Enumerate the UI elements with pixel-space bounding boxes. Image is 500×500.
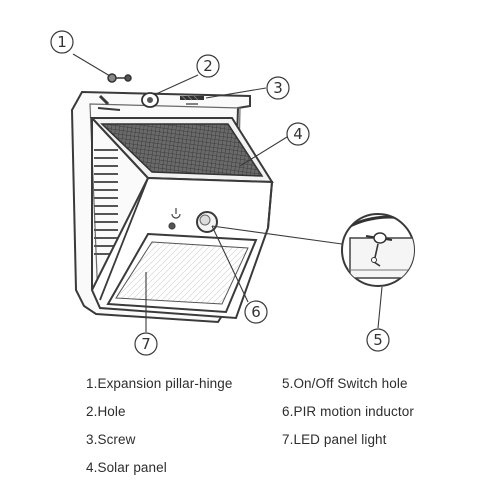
side-vents xyxy=(94,149,118,255)
svg-text:5: 5 xyxy=(373,331,383,349)
svg-text:1: 1 xyxy=(57,33,67,51)
legend-item-6: 6.PIR motion inductor xyxy=(282,404,414,419)
callout-1: 1 xyxy=(50,30,74,54)
legend-item-5: 5.On/Off Switch hole xyxy=(282,376,408,391)
screw-icon xyxy=(107,73,132,83)
svg-text:4: 4 xyxy=(293,125,303,143)
callout-7: 7 xyxy=(134,332,158,356)
screw-bar xyxy=(180,95,204,105)
svg-text:6: 6 xyxy=(251,303,261,321)
switch-detail-inset xyxy=(341,213,415,287)
leader-lines xyxy=(72,53,383,332)
callout-2: 2 xyxy=(196,54,220,78)
callout-4: 4 xyxy=(286,122,310,146)
legend-item-7: 7.LED panel light xyxy=(282,432,387,447)
led-panel xyxy=(106,232,258,314)
svg-text:3: 3 xyxy=(273,79,283,97)
power-icon xyxy=(168,208,181,230)
callout-6: 6 xyxy=(244,300,268,324)
svg-text:2: 2 xyxy=(203,57,213,75)
legend-item-1: 1.Expansion pillar-hinge xyxy=(86,376,233,391)
solar-light-diagram: 1 2 3 4 5 6 7 xyxy=(50,30,415,356)
callout-3: 3 xyxy=(266,76,290,100)
svg-text:7: 7 xyxy=(141,335,151,353)
legend-item-3: 3.Screw xyxy=(86,432,136,447)
legend-item-4: 4.Solar panel xyxy=(86,460,167,475)
callout-5: 5 xyxy=(366,328,390,352)
hole-icon xyxy=(141,92,159,108)
legend-item-2: 2.Hole xyxy=(86,404,126,419)
